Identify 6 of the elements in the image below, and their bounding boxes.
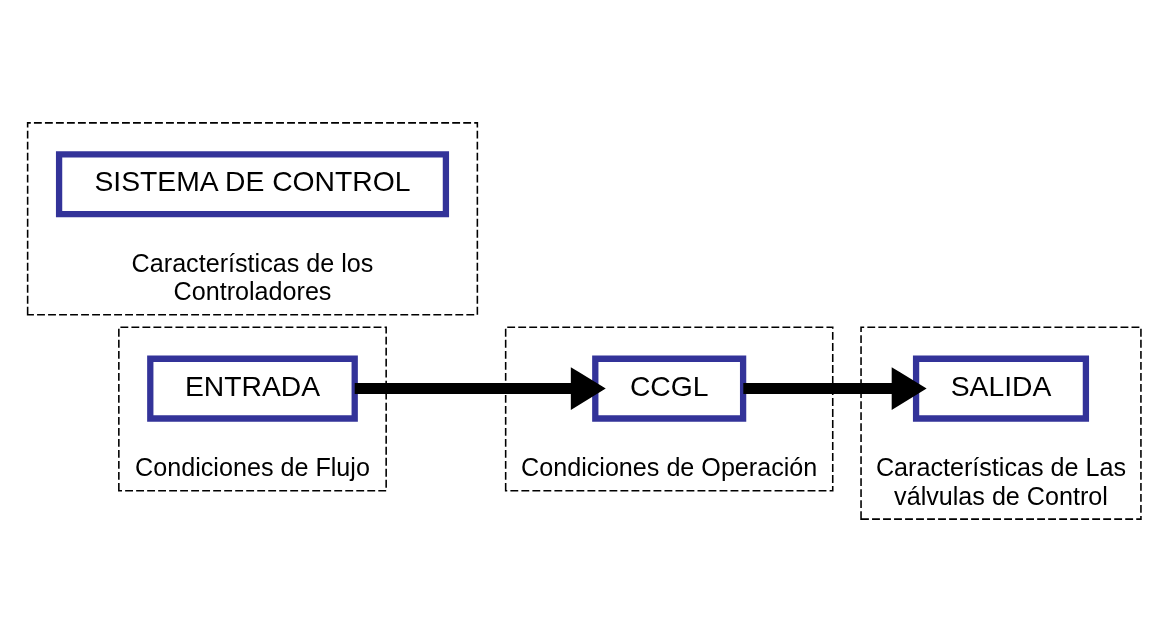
node-box: SISTEMA DE CONTROL <box>55 150 450 217</box>
node-box: ENTRADA <box>147 355 358 422</box>
arrow <box>354 366 606 410</box>
node-box: SALIDA <box>912 355 1090 422</box>
arrow <box>743 366 927 410</box>
node-box: CCGL <box>592 355 747 422</box>
